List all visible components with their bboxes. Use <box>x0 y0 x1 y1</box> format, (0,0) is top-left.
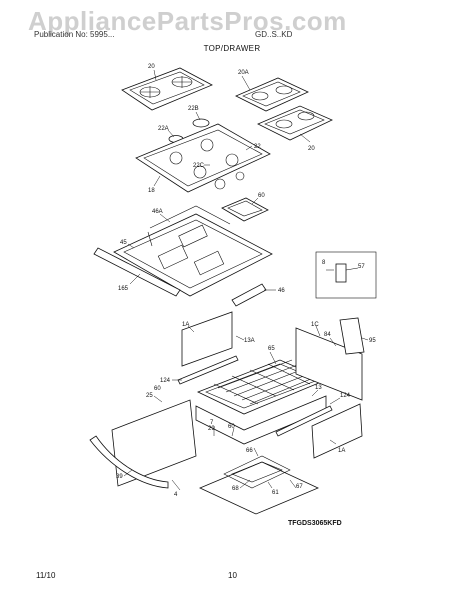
callout-60: 60 <box>258 193 265 199</box>
callout-20: 20 <box>308 146 315 152</box>
cooktop-main-top[interactable] <box>135 123 271 193</box>
grate-left[interactable] <box>121 67 213 111</box>
callout-124: 124 <box>340 393 351 399</box>
side-rail[interactable] <box>93 247 181 297</box>
callout-1A: 1A <box>338 448 345 454</box>
callout-57: 57 <box>358 264 365 270</box>
callout-61: 61 <box>272 490 279 496</box>
callout-13A: 13A <box>244 338 255 344</box>
control-box[interactable] <box>339 317 365 355</box>
callout-66: 66 <box>246 448 253 454</box>
drawer-bottom[interactable] <box>199 461 319 515</box>
callout-13: 13 <box>315 385 322 391</box>
heater-element[interactable] <box>223 455 291 489</box>
callout-29: 29 <box>208 426 215 432</box>
callout-1A: 1A <box>182 322 189 328</box>
callout-39: 39 <box>116 474 123 480</box>
back-panel[interactable] <box>295 327 363 401</box>
publication-number: Publication No: 5995... <box>34 30 115 39</box>
callout-8: 8 <box>322 260 326 266</box>
callout-45: 45 <box>120 240 127 246</box>
callout-67: 67 <box>296 484 303 490</box>
callout-46: 46 <box>278 288 285 294</box>
footer-page-number: 10 <box>228 571 237 580</box>
callout-20A: 20A <box>238 70 249 76</box>
callout-124: 124 <box>160 378 171 384</box>
callout-18: 18 <box>148 188 155 194</box>
callout-95: 95 <box>369 338 376 344</box>
callout-65: 65 <box>268 346 275 352</box>
callout-20: 20 <box>148 64 155 70</box>
grate-right-top[interactable] <box>235 77 309 112</box>
drawer-slide-left[interactable] <box>177 355 239 385</box>
callout-165: 165 <box>118 286 129 292</box>
callout-labels: 20 20A 20 22B 22A 22 22C 18 60 46A 45 46… <box>116 64 376 498</box>
griddle[interactable] <box>221 197 269 222</box>
drawer-side-left[interactable] <box>181 311 233 367</box>
drawer-front[interactable] <box>111 399 197 487</box>
callout-68: 68 <box>232 486 239 492</box>
leader-lines <box>123 69 369 491</box>
callout-1C: 1C <box>311 322 319 328</box>
model-number: GD..S..KD <box>255 30 293 39</box>
front-bracket[interactable] <box>231 283 267 307</box>
footer-date: 11/10 <box>36 571 56 580</box>
callout-22A: 22A <box>158 126 169 132</box>
diagram-code: TFGDS3065KFD <box>288 520 342 527</box>
burner-cap-22b[interactable] <box>192 118 210 128</box>
grate-right-bottom[interactable] <box>257 105 333 141</box>
inset-detail <box>315 251 377 299</box>
callout-84: 84 <box>324 332 331 338</box>
callout-22B: 22B <box>188 106 199 112</box>
drawer-handle[interactable] <box>89 435 169 489</box>
watermark-logo: AppliancePartsPros.com <box>28 6 347 36</box>
callout-4: 4 <box>174 492 178 498</box>
drawer-slide-right[interactable] <box>275 405 333 437</box>
drawer-side-right[interactable] <box>311 403 363 459</box>
callout-25: 25 <box>146 393 153 399</box>
callout-7: 7 <box>210 420 214 426</box>
callout-22: 22 <box>254 144 261 150</box>
callout-60: 60 <box>154 386 161 392</box>
callout-46A: 46A <box>152 209 163 215</box>
burner-box[interactable] <box>113 205 273 297</box>
callout-60: 60 <box>228 424 235 430</box>
section-title: TOP/DRAWER <box>203 44 261 53</box>
callout-22C: 22C <box>193 163 205 169</box>
